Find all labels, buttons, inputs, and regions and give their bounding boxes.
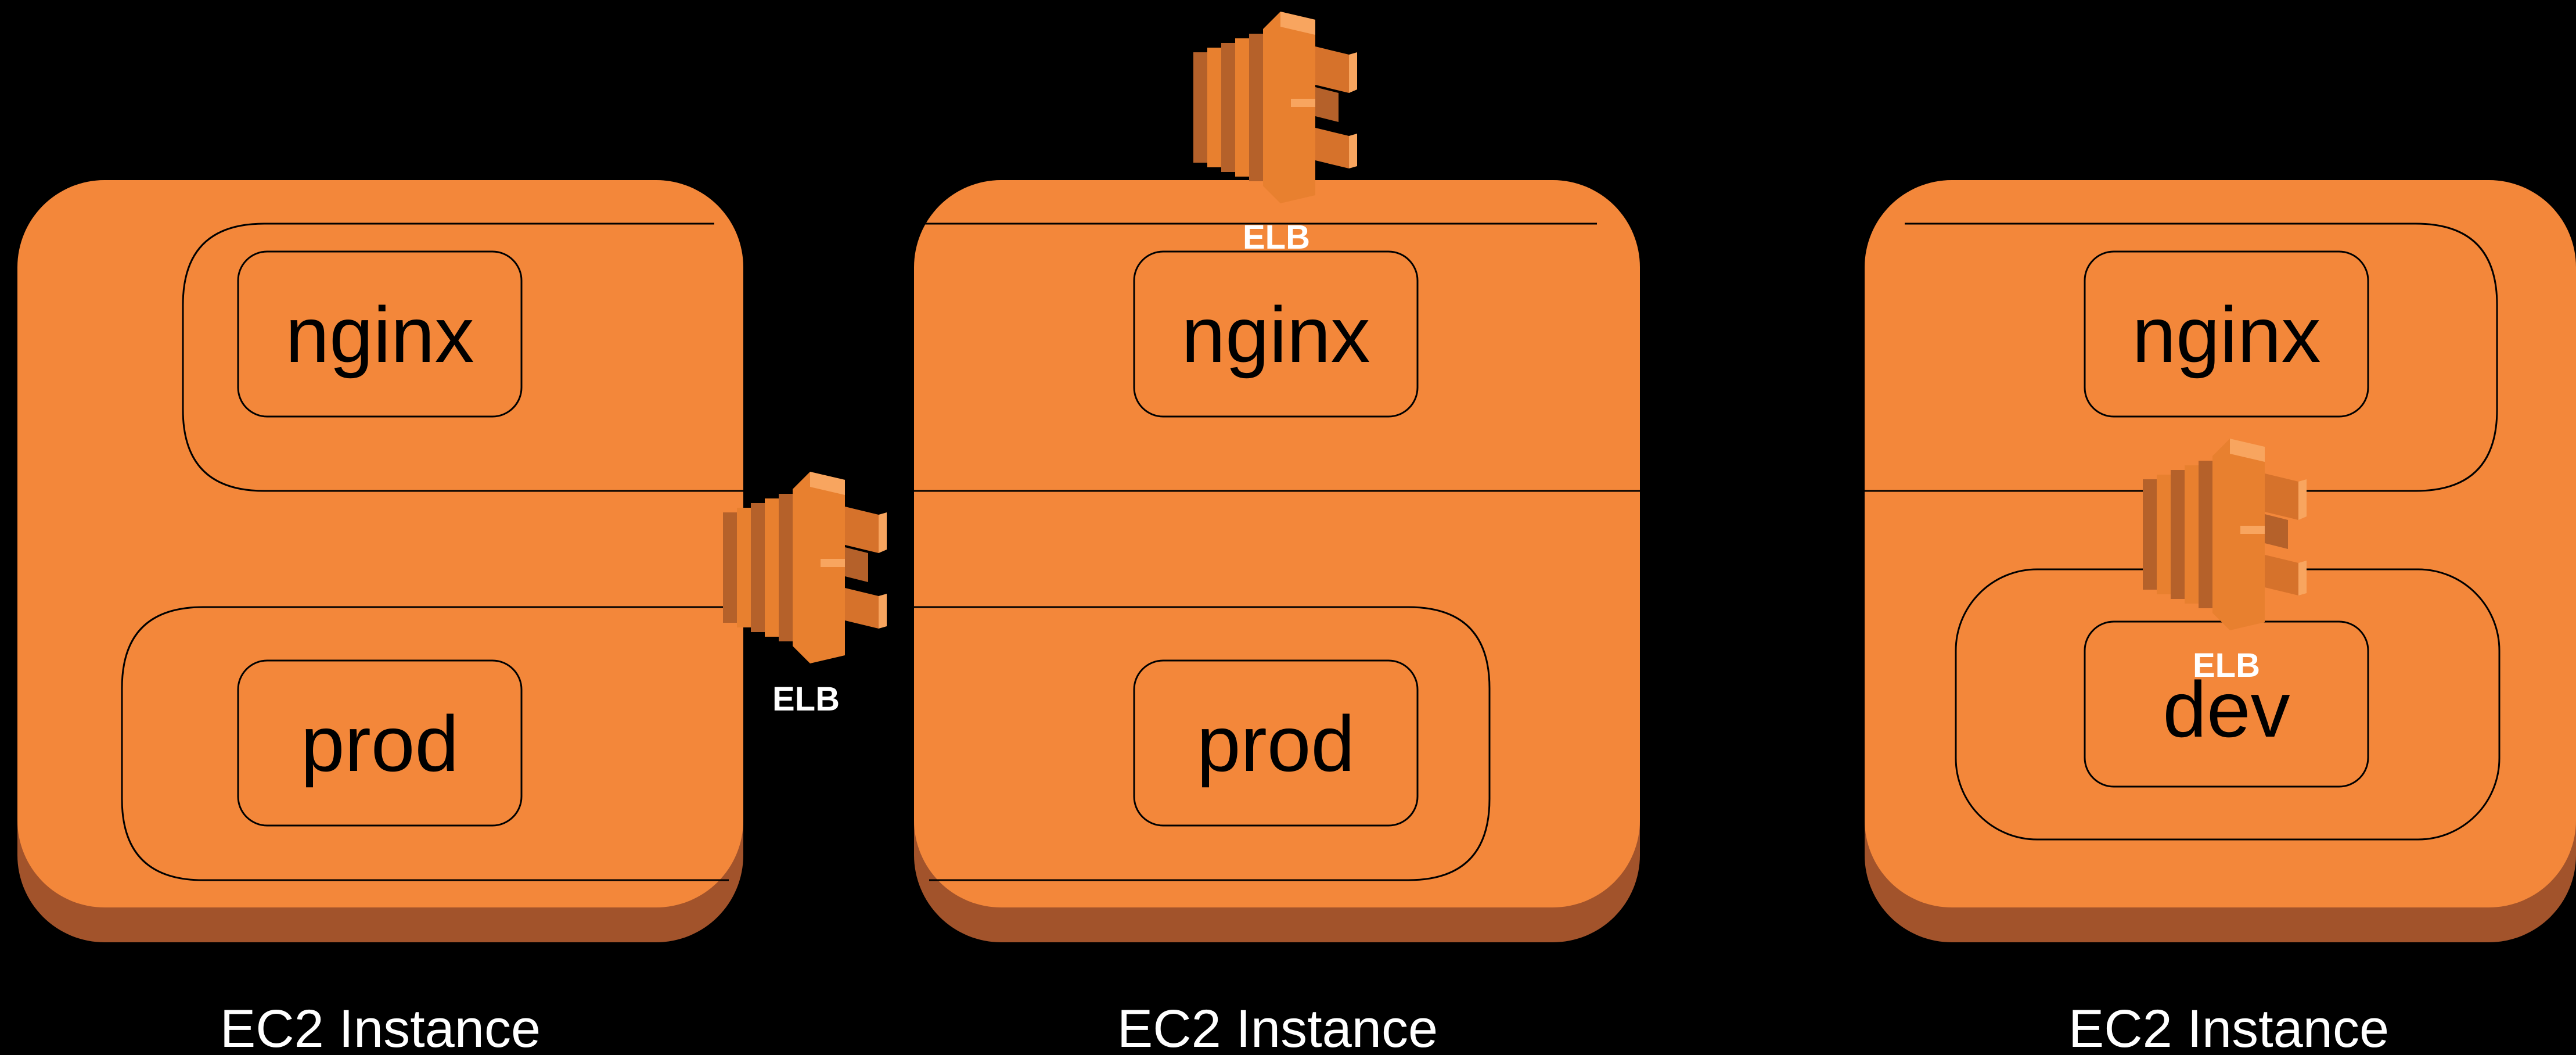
elb-icon xyxy=(1193,12,1357,203)
instance-body xyxy=(914,180,1640,907)
instance-body xyxy=(17,180,743,907)
elb-label: ELB xyxy=(772,680,840,718)
ec2-instance-2: nginx prod EC2 Instance xyxy=(914,180,1640,1055)
instance-caption: EC2 Instance xyxy=(220,999,541,1055)
nginx-service-box xyxy=(237,250,523,418)
elb-3: ELB xyxy=(2143,439,2307,684)
prod-container xyxy=(914,606,1491,881)
nginx-service-label: nginx xyxy=(2132,290,2320,379)
prod-container xyxy=(121,606,729,881)
elb-icon xyxy=(723,472,887,663)
elb-label: ELB xyxy=(2193,647,2260,684)
elb-1: ELB xyxy=(723,472,887,718)
elb-2: ELB xyxy=(1193,12,1357,256)
prod-service-label: prod xyxy=(301,699,459,788)
nginx-service-label: nginx xyxy=(1181,290,1370,379)
nginx-service-box xyxy=(1133,250,1419,418)
elb-label: ELB xyxy=(1243,218,1310,256)
nginx-service-label: nginx xyxy=(285,290,474,379)
ec2-instance-1: nginx prod EC2 Instance xyxy=(17,180,743,1055)
prod-service-label: prod xyxy=(1197,699,1355,788)
instance-caption: EC2 Instance xyxy=(1117,999,1438,1055)
nginx-service-box xyxy=(2084,250,2369,418)
dev-service-label: dev xyxy=(2163,665,2290,753)
prod-service-box xyxy=(237,659,523,827)
prod-service-box xyxy=(1133,659,1419,827)
nginx-container xyxy=(1865,223,2498,492)
instance-caption: EC2 Instance xyxy=(2068,999,2389,1055)
nginx-container xyxy=(182,223,743,492)
